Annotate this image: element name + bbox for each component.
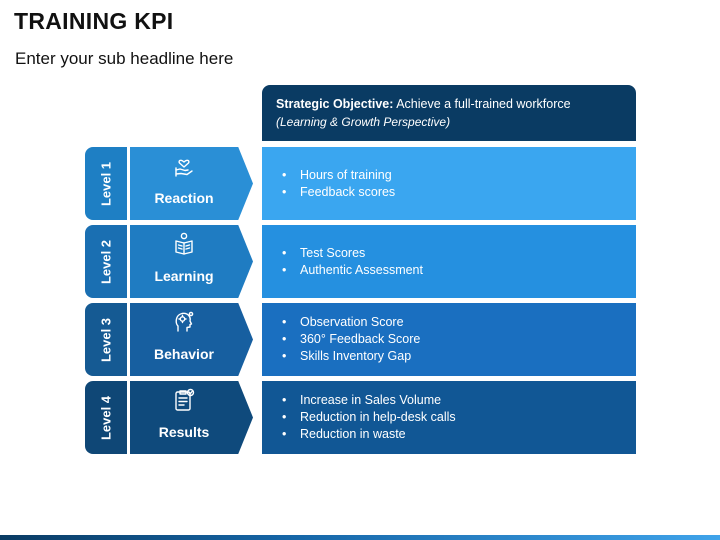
level-4-tab-label: Level 4 — [98, 395, 114, 440]
slide-title: TRAINING KPI — [14, 8, 174, 34]
level-3-chevron: Behavior — [130, 303, 253, 376]
level-1-tab: Level 1 — [85, 147, 127, 220]
hand-heart-icon — [130, 154, 238, 183]
list-item: Reduction in waste — [282, 426, 636, 443]
list-item: Observation Score — [282, 314, 636, 331]
objective-line: Strategic Objective: Achieve a full-trai… — [276, 97, 636, 111]
strategic-objective-header: Strategic Objective: Achieve a full-trai… — [262, 85, 636, 141]
list-item: Reduction in help-desk calls — [282, 409, 636, 426]
level-1-chevron: Reaction — [130, 147, 253, 220]
list-item: Increase in Sales Volume — [282, 392, 636, 409]
objective-label: Strategic Objective: — [276, 97, 394, 111]
level-1-tab-label: Level 1 — [98, 161, 114, 206]
level-4-panel: Increase in Sales Volume Reduction in he… — [262, 381, 636, 454]
level-4-name: Results — [158, 424, 210, 440]
list-item: Feedback scores — [282, 184, 636, 201]
list-item: Hours of training — [282, 167, 636, 184]
list-item: 360° Feedback Score — [282, 331, 636, 348]
list-item: Test Scores — [282, 245, 636, 262]
level-1-panel: Hours of training Feedback scores — [262, 147, 636, 220]
footer-accent-bar — [0, 535, 720, 540]
objective-text: Achieve a full-trained workforce — [393, 97, 571, 111]
level-2-tab-label: Level 2 — [98, 239, 114, 284]
level-4-chevron: Results — [130, 381, 253, 454]
clipboard-check-icon — [130, 388, 238, 417]
head-gears-icon — [130, 310, 238, 339]
objective-perspective: (Learning & Growth Perspective) — [276, 115, 451, 129]
level-3-tab-label: Level 3 — [98, 317, 114, 362]
level-3-panel: Observation Score 360° Feedback Score Sk… — [262, 303, 636, 376]
list-item: Skills Inventory Gap — [282, 348, 636, 365]
level-2-tab: Level 2 — [85, 225, 127, 298]
level-2-name: Learning — [154, 268, 214, 284]
level-1-name: Reaction — [154, 190, 214, 206]
level-3-name: Behavior — [154, 346, 214, 362]
slide-subtitle: Enter your sub headline here — [15, 49, 234, 68]
level-2-panel: Test Scores Authentic Assessment — [262, 225, 636, 298]
level-4-tab: Level 4 — [85, 381, 127, 454]
level-3-tab: Level 3 — [85, 303, 127, 376]
reading-book-icon — [130, 232, 238, 261]
level-2-chevron: Learning — [130, 225, 253, 298]
list-item: Authentic Assessment — [282, 262, 636, 279]
